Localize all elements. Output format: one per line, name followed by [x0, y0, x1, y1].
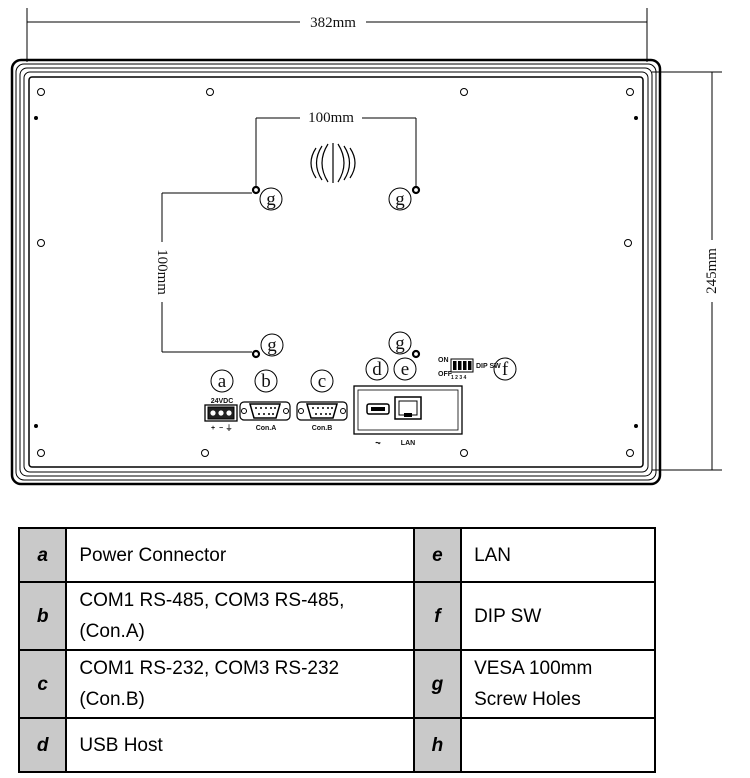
legend-description: LAN	[460, 527, 656, 583]
width-dimension-label: 382mm	[310, 15, 356, 31]
callout-e: e	[393, 357, 417, 381]
svg-text:−: −	[219, 425, 223, 432]
callout-b: b	[254, 369, 278, 393]
legend-key: d	[17, 717, 68, 773]
con-b-serial-port: Con.B	[296, 401, 348, 432]
legend-description: Power Connector	[65, 527, 415, 583]
legend-table: a Power Connector e LAN b COM1 RS-485, C…	[17, 527, 656, 773]
con-a-serial-port: Con.A	[239, 401, 291, 432]
legend-key: e	[412, 527, 463, 583]
svg-text:g: g	[395, 333, 405, 354]
legend-key: a	[17, 527, 68, 583]
svg-text:d: d	[372, 359, 382, 380]
svg-text:e: e	[401, 359, 409, 380]
svg-text:g: g	[395, 189, 405, 210]
callout-a: a	[210, 369, 234, 393]
table-row: b COM1 RS-485, COM3 RS-485, (Con.A) f DI…	[17, 581, 656, 651]
svg-text:f: f	[502, 359, 509, 380]
height-dimension: 245mm	[652, 71, 722, 471]
callout-g-top-left: g	[259, 187, 283, 211]
svg-text:b: b	[261, 371, 271, 392]
legend-description: COM1 RS-232, COM3 RS-232 (Con.B)	[65, 649, 415, 719]
dip-switch: ON OFF 1 2 3 4 DIP SW	[438, 357, 501, 381]
legend-key: f	[412, 581, 463, 651]
power-connector: 24VDC + − ⏚	[204, 398, 238, 432]
perimeter-screws	[34, 88, 638, 457]
vesa-vertical-dimension: 100mm	[154, 192, 252, 353]
svg-text:g: g	[267, 335, 277, 356]
usb-port: ⏦	[366, 403, 390, 447]
legend-description: USB Host	[65, 717, 415, 773]
vesa-horizontal-label: 100mm	[308, 110, 354, 126]
svg-text:a: a	[218, 371, 227, 392]
usb-icon: ⏦	[375, 440, 381, 447]
con-a-label: Con.A	[256, 425, 277, 432]
callout-g-top-right: g	[388, 187, 412, 211]
callout-c: c	[310, 369, 334, 393]
vent-grille	[310, 143, 356, 183]
legend-description	[460, 717, 656, 773]
callout-g-bottom-right: g	[388, 331, 412, 355]
svg-text:c: c	[318, 371, 326, 392]
dip-numbers: 1 2 3 4	[451, 375, 467, 381]
svg-text:+: +	[211, 425, 215, 432]
dip-off-label: OFF	[438, 371, 453, 378]
svg-text:g: g	[266, 189, 276, 210]
callout-g-bottom-left: g	[260, 333, 284, 357]
table-row: d USB Host h	[17, 717, 656, 773]
lan-label: LAN	[401, 440, 415, 447]
vesa-screw-holes	[251, 185, 421, 359]
svg-text:⏚: ⏚	[226, 424, 233, 432]
table-row: a Power Connector e LAN	[17, 527, 656, 583]
height-dimension-label: 245mm	[704, 248, 720, 294]
callout-d: d	[365, 357, 389, 381]
table-row: c COM1 RS-232, COM3 RS-232 (Con.B) g VES…	[17, 649, 656, 719]
legend-key: h	[412, 717, 463, 773]
legend-key: c	[17, 649, 68, 719]
legend-description: DIP SW	[460, 581, 656, 651]
usb-lan-block: ⏦ LAN	[353, 385, 463, 447]
legend-description: VESA 100mm Screw Holes	[460, 649, 656, 719]
legend-description: COM1 RS-485, COM3 RS-485, (Con.A)	[65, 581, 415, 651]
callout-f: f	[493, 357, 517, 381]
rear-panel-drawing: 382mm 245mm 100mm	[10, 8, 722, 486]
vesa-horizontal-dimension: 100mm	[255, 110, 417, 186]
power-label: 24VDC	[211, 398, 234, 405]
legend-key: g	[412, 649, 463, 719]
legend-key: b	[17, 581, 68, 651]
width-dimension: 382mm	[26, 8, 648, 62]
dip-on-label: ON	[438, 357, 449, 364]
vesa-vertical-label: 100mm	[154, 249, 170, 295]
lan-port: LAN	[394, 396, 422, 447]
con-b-label: Con.B	[312, 425, 333, 432]
panel-outline	[10, 58, 662, 486]
dip-sw-label: DIP SW	[476, 363, 501, 370]
